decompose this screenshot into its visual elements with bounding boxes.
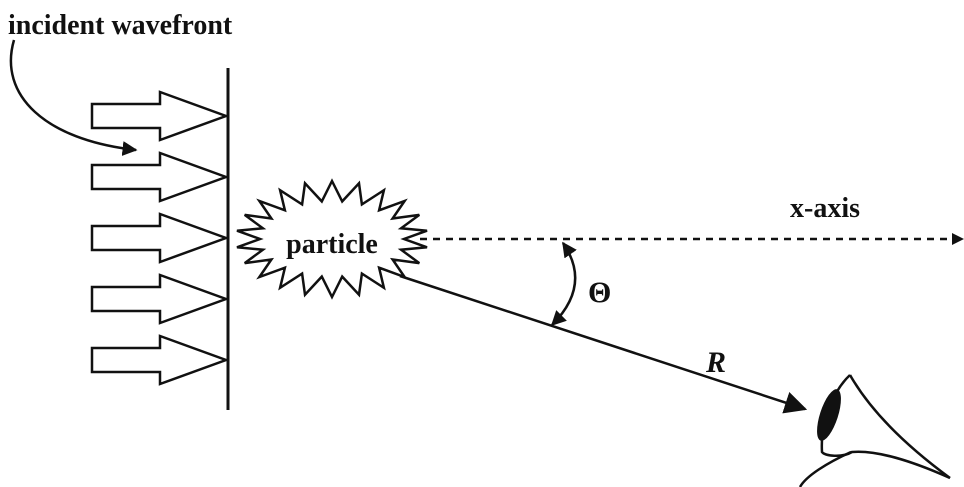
particle-burst-shape bbox=[236, 178, 428, 300]
incident-wavefront-label: incident wavefront bbox=[8, 10, 233, 41]
incident-wavefront-arrows bbox=[90, 90, 230, 386]
incident-arrow bbox=[90, 334, 230, 386]
incident-arrow bbox=[90, 151, 230, 203]
incident-arrow bbox=[90, 90, 230, 142]
distance-r-label: R bbox=[705, 346, 726, 379]
theta-label: Θ bbox=[588, 276, 611, 309]
particle-label: particle bbox=[286, 229, 378, 260]
x-axis-arrowhead bbox=[952, 233, 964, 245]
incident-arrow bbox=[90, 273, 230, 325]
incident-arrow bbox=[90, 212, 230, 264]
scattered-ray-line bbox=[399, 274, 808, 414]
observer-eye-icon bbox=[798, 374, 951, 487]
angle-arc bbox=[550, 241, 577, 327]
incident-pointer-arrow bbox=[9, 39, 138, 156]
x-axis-label: x-axis bbox=[790, 193, 860, 224]
